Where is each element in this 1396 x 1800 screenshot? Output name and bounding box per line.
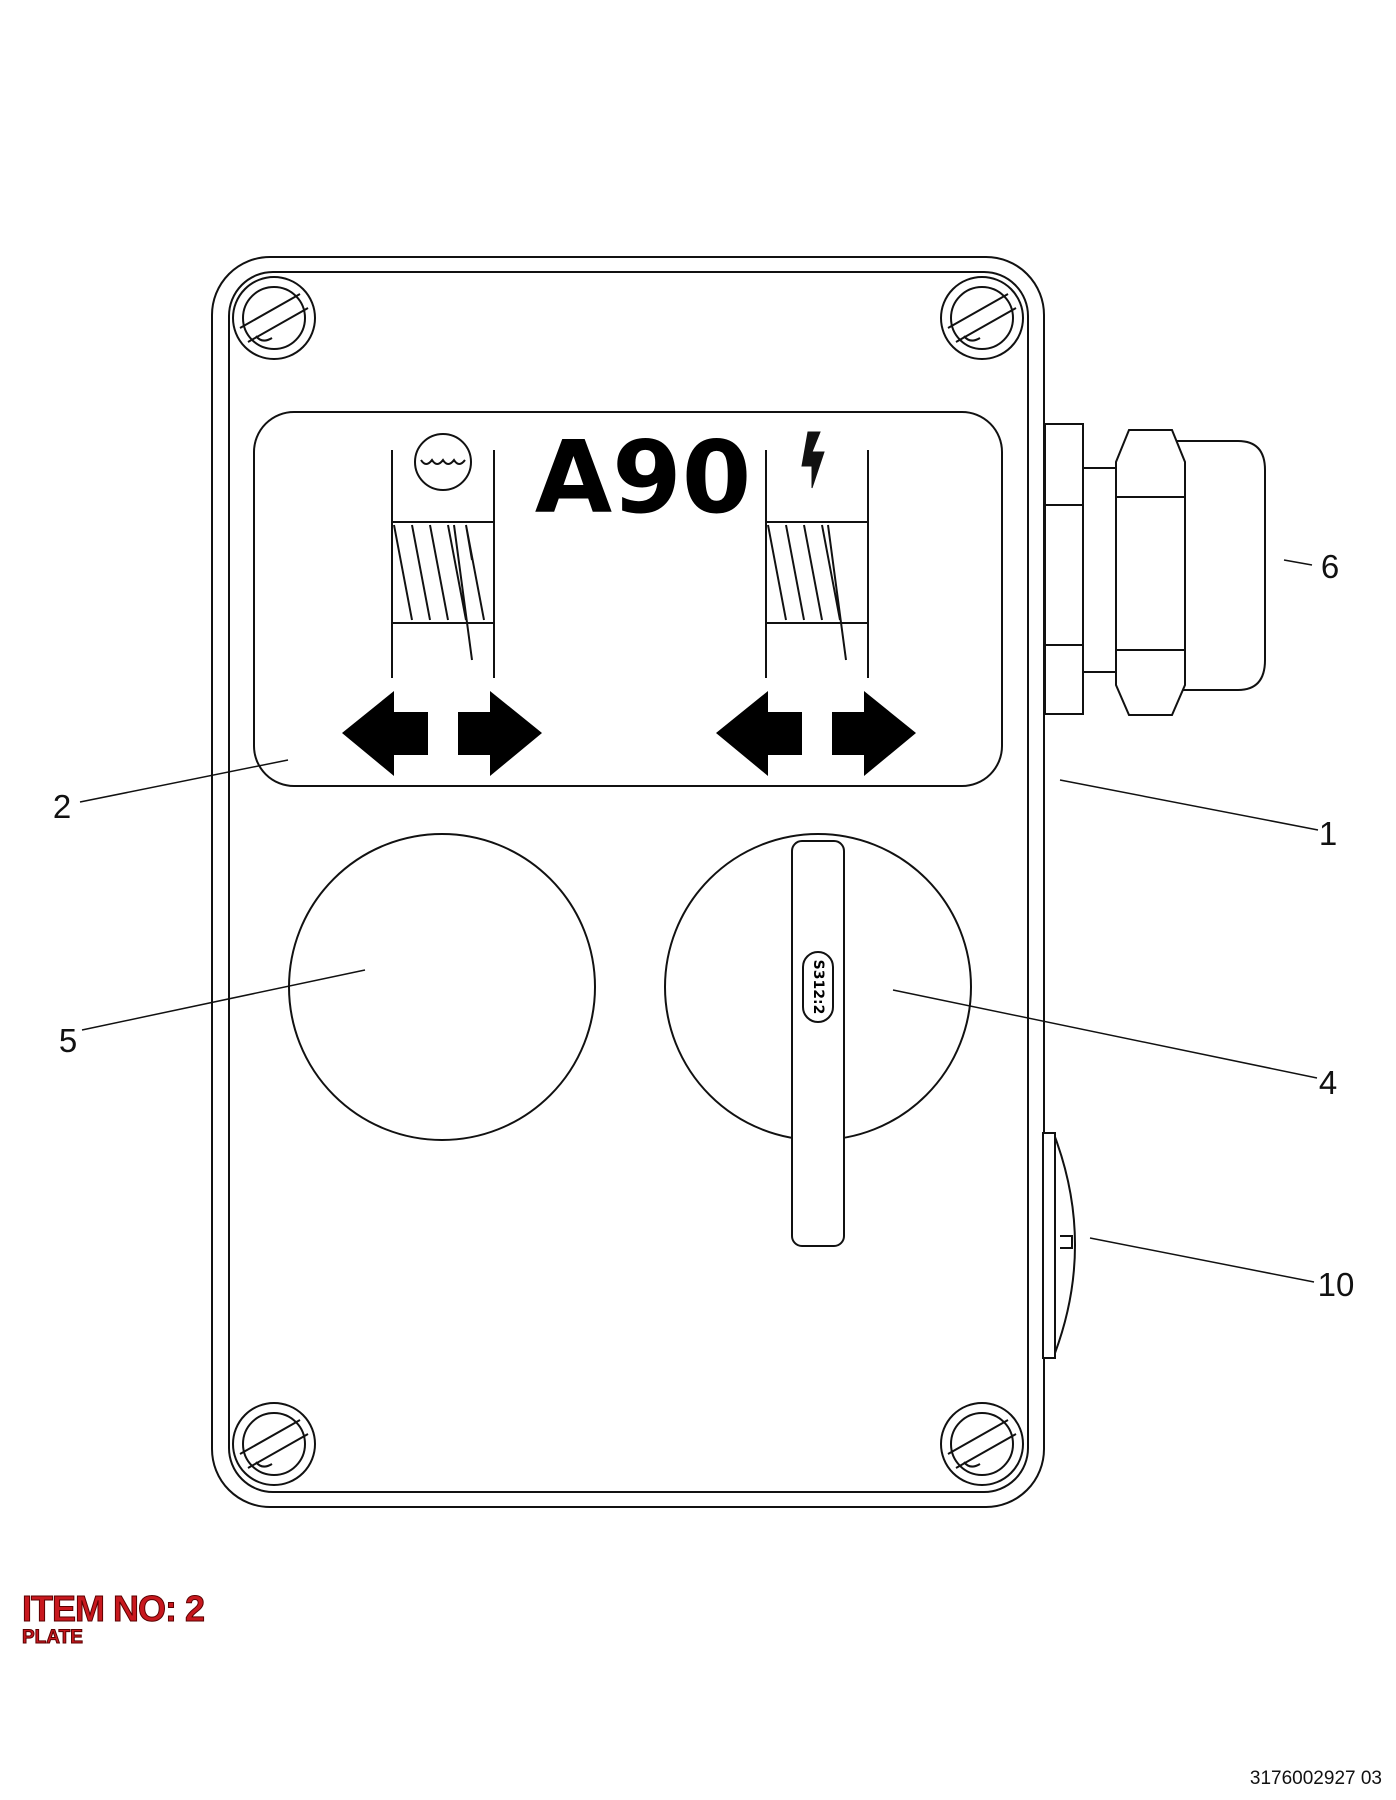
cable-gland <box>1044 423 1266 716</box>
screw-bottom-right <box>940 1402 1024 1486</box>
document-id: 3176002927 03 <box>1249 1768 1382 1789</box>
plate-text-a90: A90 <box>535 419 752 536</box>
housing <box>211 256 1045 1508</box>
plate-label: A90 <box>253 411 1003 787</box>
left-arrow-icon <box>342 691 428 776</box>
right-arrow-icon <box>458 691 542 776</box>
screw-top-right <box>940 276 1024 360</box>
left-spring-column <box>391 450 495 678</box>
side-button <box>1042 1132 1076 1359</box>
callout-6: 6 <box>1321 548 1339 585</box>
screw-top-left <box>232 276 316 360</box>
callout-2: 2 <box>53 788 71 825</box>
arrows <box>342 691 916 776</box>
callout-5: 5 <box>59 1022 77 1059</box>
item-number-title: ITEM NO: 2 <box>21 1588 205 1629</box>
callout-10: 10 <box>1318 1266 1355 1303</box>
callout-4: 4 <box>1319 1064 1337 1101</box>
push-button <box>288 833 596 1141</box>
lightning-icon <box>801 431 825 489</box>
right-spring-column <box>765 450 869 678</box>
item-description: PLATE <box>21 1627 83 1648</box>
water-level-icon <box>414 433 472 491</box>
callout-1: 1 <box>1319 815 1337 852</box>
right-arrow-icon <box>832 691 916 776</box>
selector-switch: S312:2 <box>664 833 972 1247</box>
leader-lines <box>79 559 1319 1283</box>
screw-bottom-left <box>232 1402 316 1486</box>
switch-label: S312:2 <box>810 960 826 1015</box>
item-caption: ITEM NO: 2 PLATE <box>21 1588 205 1648</box>
left-arrow-icon <box>716 691 802 776</box>
